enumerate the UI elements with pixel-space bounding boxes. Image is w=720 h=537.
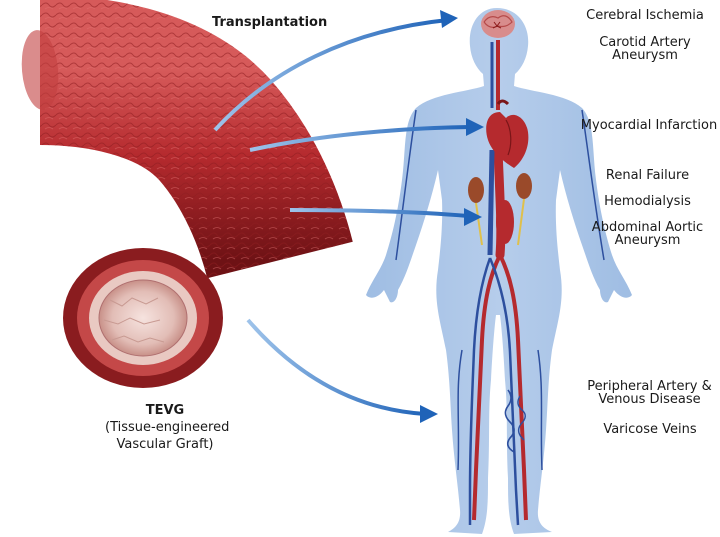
carotid-line1: Carotid Artery (599, 35, 691, 50)
tevg-subtitle-line2: Vascular Graft) (116, 437, 214, 452)
aaa-line2: Aneurysm (614, 233, 681, 248)
human-body-silhouette (366, 8, 632, 534)
tevg-caption: TEVG (Tissue-engineered Vascular Graft) (105, 402, 230, 453)
label-myocardial-infarction: Myocardial Infarction (580, 118, 718, 133)
kidneys-icon (468, 173, 532, 246)
heart-icon (486, 99, 529, 168)
aaa-line1: Abdominal Aortic (591, 220, 704, 235)
carotid-line2: Aneurysm (612, 48, 678, 63)
transplantation-arrows (213, 10, 484, 423)
peripheral-line1: Peripheral Artery & (587, 379, 712, 394)
label-cerebral-ischemia: Cerebral Ischemia (586, 8, 704, 23)
peripheral-line2: Venous Disease (598, 392, 701, 407)
label-hemodialysis: Hemodialysis (604, 194, 691, 209)
label-varicose-veins: Varicose Veins (603, 422, 697, 437)
tevg-title: TEVG (145, 403, 185, 418)
transplantation-label: Transplantation (212, 15, 328, 30)
vascular-system (395, 40, 605, 526)
brain-icon (481, 10, 515, 38)
tevg-subtitle-line1: (Tissue-engineered (105, 420, 230, 435)
label-carotid-artery-aneurysm: Carotid Artery Aneurysm (585, 36, 705, 62)
label-peripheral-artery-venous-disease: Peripheral Artery & Venous Disease (582, 380, 717, 406)
label-renal-failure: Renal Failure (605, 168, 690, 183)
label-abdominal-aortic-aneurysm: Abdominal Aortic Aneurysm (585, 221, 710, 247)
tevg-tube-graphic (21, 0, 353, 388)
